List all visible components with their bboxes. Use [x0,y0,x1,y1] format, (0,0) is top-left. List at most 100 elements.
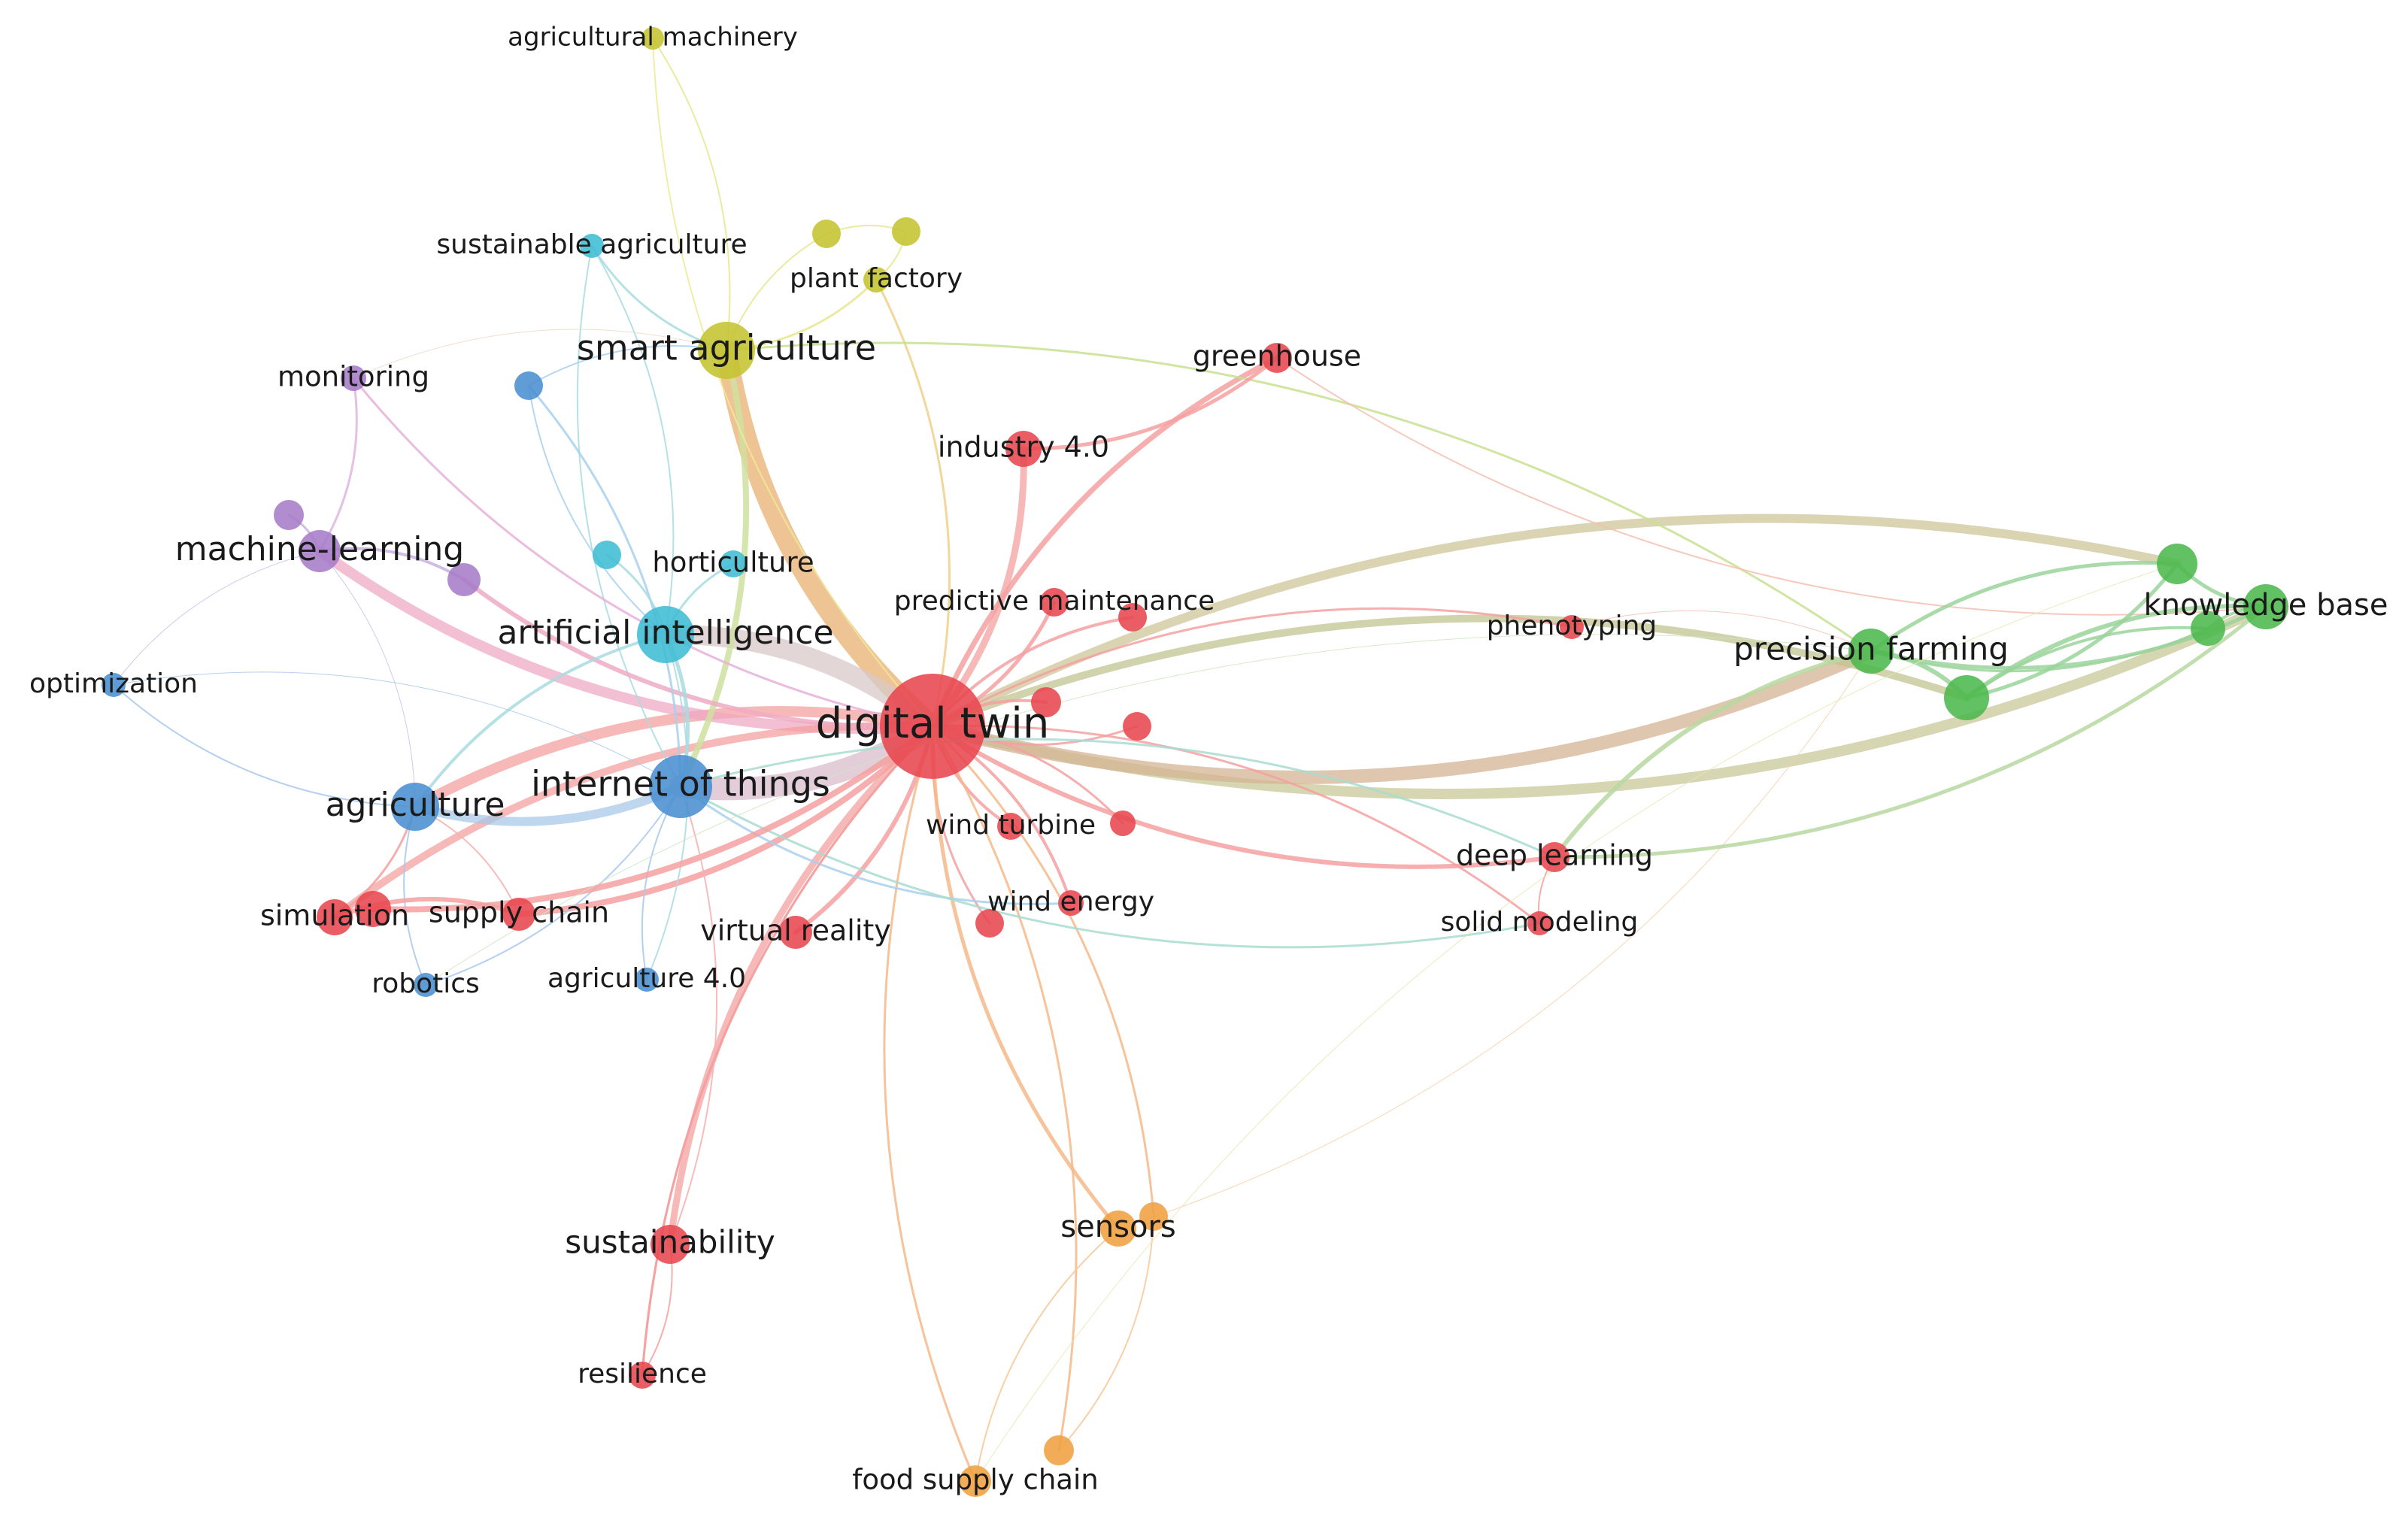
edge-blue_top-artificial_intelligence [528,385,666,635]
label-optimization[interactable]: optimization [29,668,198,699]
node-robotics[interactable] [414,973,438,997]
node-orange-f-b[interactable] [1044,1435,1074,1465]
edge-digital_twin-green_b [928,514,2182,731]
edge-machine_learning-agriculture [319,550,416,807]
node-predictive-maintenance[interactable] [1040,588,1069,617]
label-wind-energy[interactable]: wind energy [987,886,1154,917]
node-deep-learning[interactable] [1539,842,1569,872]
node-orange-s-b[interactable] [1139,1202,1168,1231]
edge-food_supply_chain-green_b [975,563,2178,1482]
label-knowledge-base[interactable]: knowledge base [2144,588,2388,623]
label-solid-modeling[interactable]: solid modeling [1441,907,1639,938]
node-simulation[interactable] [317,899,353,935]
node-optimization[interactable] [102,673,126,697]
node-internet-of-things[interactable] [649,755,712,818]
node-agriculture-4-0[interactable] [635,968,659,992]
label-digital-twin[interactable]: digital twin [816,699,1050,748]
label-industry-4-0[interactable]: industry 4.0 [938,431,1109,464]
node-plant-factory[interactable] [863,267,889,292]
label-monitoring[interactable]: monitoring [277,361,429,393]
node-digital-twin[interactable] [880,674,985,779]
edge-greenhouse-knowledge_base [1276,357,2267,616]
node-red-wt-b[interactable] [1110,811,1136,836]
node-wind-turbine[interactable] [997,813,1024,840]
node-red-pm-b[interactable] [1118,603,1147,632]
node-red-c[interactable] [1031,687,1061,717]
edge-precision_farming-green_b [1869,560,2179,653]
label-supply-chain[interactable]: supply chain [429,896,609,929]
edge-digital_twin-sensors [930,724,1121,1231]
label-deep-learning[interactable]: deep learning [1456,839,1653,872]
label-robotics[interactable]: robotics [372,968,480,999]
node-machine-learning[interactable] [299,530,341,572]
edge-sustainability-internet_of_things [669,786,718,1245]
label-horticulture[interactable]: horticulture [652,547,814,579]
edge-internet_of_things-solid_modeling [679,785,1541,949]
edge-red_sim_b-digital_twin [370,723,936,913]
node-phenotyping[interactable] [1560,615,1584,639]
label-wind-turbine[interactable]: wind turbine [926,810,1096,841]
label-plant-factory[interactable]: plant factory [790,263,963,294]
node-layer [102,27,2288,1497]
node-green-c[interactable] [2191,611,2225,646]
node-supply-chain[interactable] [502,898,535,931]
node-agricultural-machinery[interactable] [641,27,664,50]
label-internet-of-things[interactable]: internet of things [531,764,830,804]
label-phenotyping[interactable]: phenotyping [1487,611,1657,641]
node-resilience[interactable] [629,1362,656,1389]
edge-digital_twin-green_a [929,614,1970,730]
edge-monitoring-digital_twin [352,377,934,728]
node-virtual-reality[interactable] [779,916,812,949]
node-sustainability[interactable] [651,1225,690,1264]
node-monitoring[interactable] [341,365,366,391]
node-solid-modeling[interactable] [1527,911,1551,935]
label-agriculture[interactable]: agriculture [326,786,505,824]
label-food-supply-chain[interactable]: food supply chain [852,1464,1098,1496]
edge-artificial_intelligence-agriculture [414,633,667,808]
node-sensors[interactable] [1100,1210,1136,1247]
node-sustainable-agriculture[interactable] [580,234,604,258]
label-virtual-reality[interactable]: virtual reality [700,914,891,947]
node-red-we-b[interactable] [975,909,1004,938]
label-sustainable-agriculture[interactable]: sustainable agriculture [436,229,747,260]
node-purple-a[interactable] [274,500,304,530]
node-industry-4-0[interactable] [1005,431,1042,467]
node-wind-energy[interactable] [1058,890,1084,916]
label-precision-farming[interactable]: precision farming [1733,631,2009,668]
node-horticulture[interactable] [720,550,747,577]
node-red-d[interactable] [1123,712,1151,741]
node-purple-b[interactable] [447,563,481,596]
label-artificial-intelligence[interactable]: artificial intelligence [497,614,833,652]
edge-sensors-precision_farming [1118,650,1872,1229]
edge-digital_twin-solid_modeling [931,724,1541,925]
node-smart-agriculture[interactable] [698,322,755,379]
node-artificial-intelligence[interactable] [637,606,694,663]
label-smart-agriculture[interactable]: smart agriculture [577,328,876,368]
edge-phenotyping-precision_farming [1571,610,1872,652]
label-agriculture-4-0[interactable]: agriculture 4.0 [547,963,746,994]
node-blue-top[interactable] [514,371,543,400]
node-yellow-b[interactable] [892,217,920,246]
node-greenhouse[interactable] [1262,343,1292,373]
node-precision-farming[interactable] [1848,629,1894,674]
edge-digital_twin-sustainability [666,723,936,1248]
edge-digital_twin-food_supply_chain [883,725,977,1483]
label-predictive-maintenance[interactable]: predictive maintenance [894,586,1215,617]
node-green-a[interactable] [1944,675,1989,720]
label-agricultural-machinery[interactable]: agricultural machinery [508,23,798,53]
node-knowledge-base[interactable] [2243,584,2288,629]
node-yellow-a[interactable] [812,220,841,248]
label-simulation[interactable]: simulation [260,899,409,932]
label-greenhouse[interactable]: greenhouse [1193,340,1361,373]
node-green-b[interactable] [2157,544,2197,584]
node-food-supply-chain[interactable] [960,1465,991,1497]
edge-digital_twin-precision_farming [926,644,1878,784]
label-machine-learning[interactable]: machine-learning [175,530,464,568]
node-agriculture[interactable] [391,783,439,831]
label-sensors[interactable]: sensors [1060,1210,1175,1244]
label-resilience[interactable]: resilience [578,1359,707,1389]
node-cyan-a[interactable] [593,541,621,569]
label-sustainability[interactable]: sustainability [565,1224,775,1261]
node-red-sim-b[interactable] [355,891,391,927]
